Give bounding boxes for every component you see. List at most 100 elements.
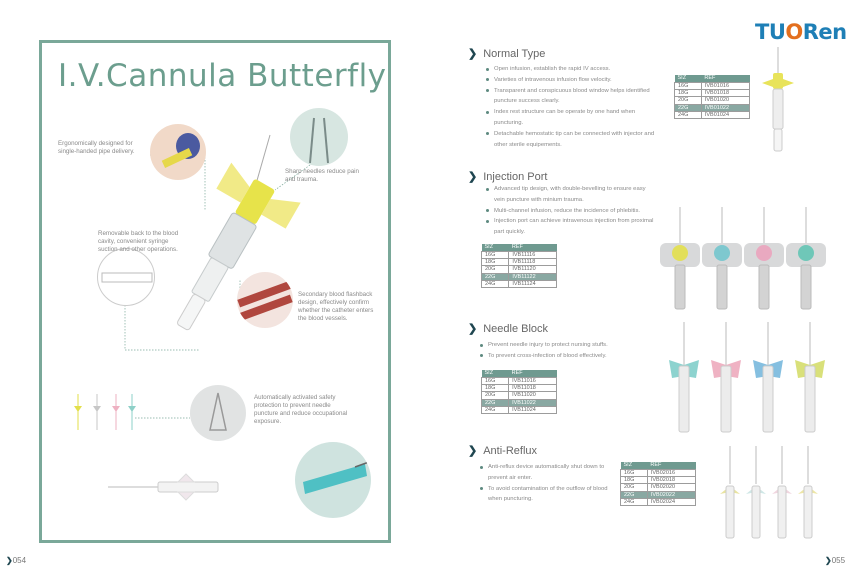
table-cell: IVB02018 — [646, 475, 697, 485]
note-sharp-needles: Sharp needles reduce pain and trauma. — [285, 168, 359, 183]
section-title-text: Injection Port — [483, 170, 548, 183]
list-item: Open infusion, establish the rapid IV ac… — [484, 64, 664, 75]
list-item: Anti-reflux device automatically shut do… — [478, 462, 616, 484]
list-item: Index rest structure can be operate by o… — [484, 107, 664, 129]
table-cell: 20G — [480, 265, 510, 274]
section-title-text: Anti-Reflux — [483, 444, 538, 457]
list-item: Advanced tip design, with double-bevelli… — [484, 184, 654, 206]
table-cell: 24G — [620, 498, 648, 507]
table-header: REF — [647, 462, 696, 469]
chevron-icon: ❯ — [468, 171, 478, 183]
section-injection-port-title: ❯ Injection Port — [468, 170, 548, 184]
table-header: REF — [508, 370, 557, 377]
right-page-number: ❯055 — [825, 556, 846, 565]
table-cell: IVB02016 — [646, 468, 697, 477]
table-cell: IVB01016 — [700, 81, 751, 90]
table-cell: IVB11124 — [508, 280, 557, 289]
brand-part2: O — [785, 20, 803, 44]
table-cell: IVB01018 — [700, 88, 751, 98]
table-cell: 18G — [480, 383, 510, 393]
table-cell: 20G — [620, 483, 648, 492]
catheter-tip-image — [295, 442, 371, 518]
syringe-detail-image — [97, 248, 155, 306]
right-page-number-text: 055 — [831, 556, 846, 565]
table-cell: IVB11016 — [508, 376, 557, 385]
injection-port-product-image — [660, 207, 826, 310]
left-page-number-text: 054 — [12, 556, 27, 565]
table-cell: IVB11120 — [508, 265, 557, 274]
hand-detail-image — [150, 124, 206, 180]
left-page-number: ❯054 — [6, 556, 27, 565]
table-cell: 18G — [480, 257, 510, 267]
table-cell: 22G — [480, 272, 510, 282]
page-title: I.V.Cannula Butterfly — [58, 58, 387, 94]
table-cell: 16G — [674, 81, 702, 90]
section-anti-reflux-title: ❯ Anti-Reflux — [468, 444, 538, 458]
left-page-frame — [39, 40, 391, 543]
section-title-text: Normal Type — [483, 47, 546, 60]
safety-clip-image — [190, 385, 246, 441]
table-cell: 16G — [480, 250, 510, 259]
table-cell: IVB11024 — [508, 406, 557, 415]
table-cell: 18G — [620, 475, 648, 485]
note-safety: Automatically activated safety protectio… — [254, 394, 348, 425]
table-cell: IVB02024 — [646, 498, 697, 507]
needle-block-bullets: Prevent needle injury to protect nursing… — [478, 340, 658, 362]
brand-part3: Ren — [802, 20, 847, 44]
table-cell: 22G — [620, 490, 648, 500]
list-item: Varieties of intravenous infusion flow v… — [484, 75, 664, 86]
table-cell: 22G — [674, 103, 702, 113]
list-item: To prevent cross-infection of blood effe… — [478, 351, 658, 362]
injection-port-bullets: Advanced tip design, with double-bevelli… — [484, 184, 654, 238]
normal-type-product-image — [762, 47, 794, 152]
table-cell: 20G — [480, 391, 510, 400]
main-cannula-illustration — [177, 134, 301, 331]
section-title-text: Needle Block — [483, 322, 549, 335]
table-cell: IVB11122 — [508, 272, 557, 282]
table-cell: IVB11116 — [508, 250, 557, 259]
section-normal-type-title: ❯Normal Type — [468, 47, 546, 61]
brand-logo: TUORen — [755, 20, 847, 44]
flashback-detail-image — [237, 272, 293, 328]
list-item: Injection port can achieve intravenous i… — [484, 216, 654, 238]
chevron-icon: ❯ — [468, 445, 478, 457]
table-header: SIZ — [620, 462, 648, 469]
table-cell: IVB02022 — [646, 490, 697, 500]
brand-part1: TU — [755, 20, 786, 44]
horizontal-cannula-illustration — [108, 473, 219, 501]
table-header: SIZ — [674, 75, 702, 82]
list-item: Multi-channel infusion, reduce the incid… — [484, 206, 654, 217]
table-cell: 20G — [674, 96, 702, 105]
table-header: REF — [701, 75, 750, 82]
table-cell: 22G — [480, 398, 510, 408]
list-item: To avoid contamination of the outflow of… — [478, 484, 616, 506]
list-item: Detachable hemostatic tip can be connect… — [484, 129, 664, 151]
table-cell: IVB01020 — [700, 96, 751, 105]
table-header: SIZ — [481, 244, 509, 251]
needle-block-product-image — [669, 322, 825, 433]
table-cell: IVB11018 — [508, 383, 557, 393]
needle-tip-image — [290, 108, 348, 166]
table-cell: 24G — [480, 280, 510, 289]
list-item: Transparent and conspicuous blood window… — [484, 86, 664, 108]
table-cell: 24G — [480, 406, 510, 415]
table-cell: IVB01022 — [700, 103, 751, 113]
table-cell: IVB11020 — [508, 391, 557, 400]
normal-type-bullets: Open infusion, establish the rapid IV ac… — [484, 64, 664, 150]
table-cell: 24G — [674, 111, 702, 120]
note-flashback: Secondary blood flashback design, effect… — [298, 291, 374, 322]
